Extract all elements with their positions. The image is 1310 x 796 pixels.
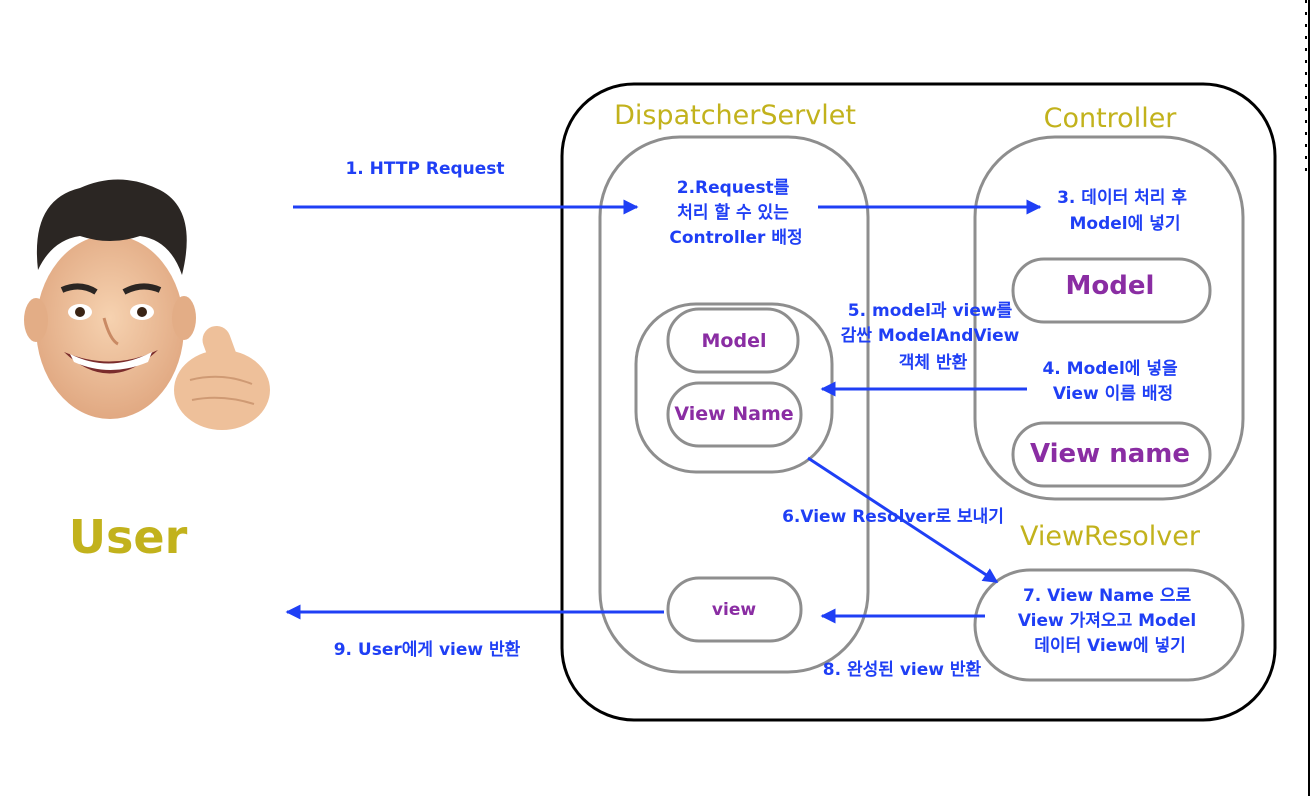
step-1-label: 1. HTTP Request <box>345 159 504 179</box>
dispatcher-model-pill <box>666 307 800 374</box>
step-9-line: 9. User에게 view 반환 <box>334 640 521 660</box>
right-edge-border <box>1308 0 1310 796</box>
step-2-line-3: Controller 배정 <box>669 228 802 248</box>
controller-title: Controller <box>1044 103 1178 134</box>
step-4-label: 4. Model에 넣을 View 이름 배정 <box>1042 359 1183 404</box>
step-1-line: 1. HTTP Request <box>345 159 504 179</box>
step-2-line-2: 처리 할 수 있는 <box>677 203 789 223</box>
dispatcher-view-label: view <box>712 600 756 620</box>
step-3-line-1: 3. 데이터 처리 후 <box>1057 187 1187 208</box>
controller-model-pill <box>1011 257 1212 324</box>
step-4-line-2: View 이름 배정 <box>1053 384 1173 404</box>
viewresolver-title: ViewResolver <box>1020 521 1201 552</box>
step-7-line-3: 데이터 View에 넣기 <box>1034 636 1186 656</box>
memoji-thumbs-up-icon <box>24 179 270 430</box>
controller-box <box>973 135 1245 501</box>
step-7-label: 7. View Name 으로 View 가져오고 Model 데이터 View… <box>1018 586 1202 656</box>
user-avatar <box>24 179 270 430</box>
step-5-line-3: 객체 반환 <box>899 353 968 373</box>
dispatcher-model-label: Model <box>702 330 767 352</box>
step-5-line-1: 5. model과 view를 <box>848 301 1013 321</box>
step-7-line-2: View 가져오고 Model <box>1018 611 1196 631</box>
step-8-line: 8. 완성된 view 반환 <box>823 660 982 680</box>
step-5-label: 5. model과 view를 감싼 ModelAndView 객체 반환 <box>841 301 1026 373</box>
dispatcher-title: DispatcherServlet <box>614 100 856 131</box>
right-edge-ticks <box>1305 0 1307 180</box>
dispatcher-box <box>598 135 870 674</box>
step-5-line-2: 감싼 ModelAndView <box>841 326 1020 346</box>
step-3-line-2: Model에 넣기 <box>1070 214 1181 234</box>
step-6-line: 6.View Resolver로 보내기 <box>782 507 1004 527</box>
dispatcher-view-pill <box>666 576 803 643</box>
controller-model-label: Model <box>1066 271 1155 301</box>
step-6-label: 6.View Resolver로 보내기 <box>782 507 1004 527</box>
step-7-line-1: 7. View Name 으로 <box>1023 586 1192 606</box>
step-8-label: 8. 완성된 view 반환 <box>823 660 982 680</box>
arrow-to-viewresolver <box>807 456 999 584</box>
step-4-line-1: 4. Model에 넣을 <box>1042 359 1178 379</box>
spring-container <box>560 82 1277 722</box>
step-9-label: 9. User에게 view 반환 <box>334 640 521 660</box>
dispatcher-viewname-pill <box>666 381 803 448</box>
user-label: User <box>69 510 188 564</box>
step-2-line-1: 2.Request를 <box>677 178 790 198</box>
step-2-label: 2.Request를 처리 할 수 있는 Controller 배정 <box>669 178 802 248</box>
step-3-label: 3. 데이터 처리 후 Model에 넣기 <box>1057 187 1193 234</box>
dispatcher-viewname-label: View Name <box>674 403 793 425</box>
controller-viewname-pill <box>1011 421 1212 488</box>
controller-viewname-label: View name <box>1030 439 1190 469</box>
viewresolver-box <box>973 568 1245 682</box>
